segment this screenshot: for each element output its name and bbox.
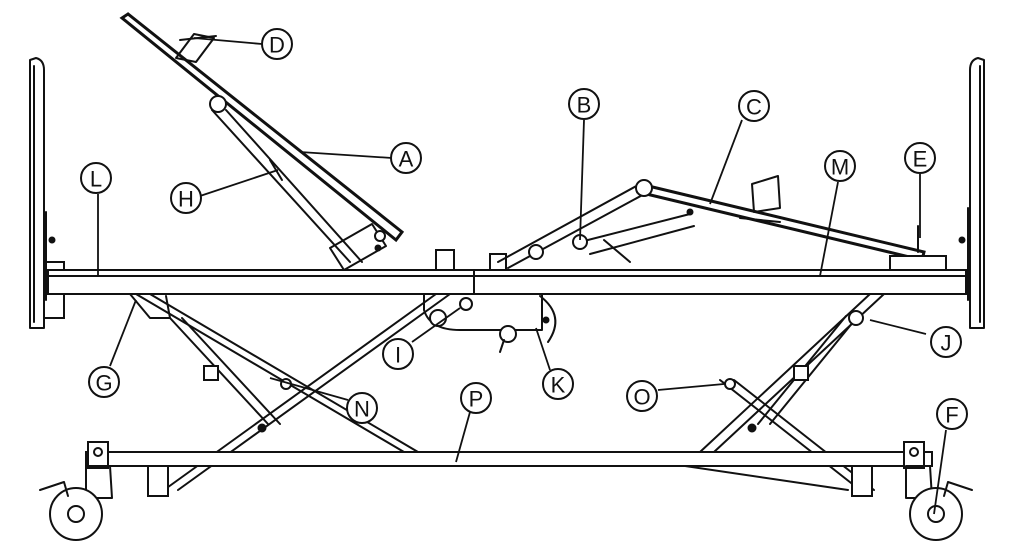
callout-b: B — [568, 88, 600, 120]
callout-g-label: G — [95, 371, 112, 396]
callout-h: H — [170, 182, 202, 214]
scissor-frame — [129, 293, 885, 491]
callout-k: K — [542, 368, 574, 400]
callout-i: I — [382, 338, 414, 370]
callout-a: A — [390, 142, 422, 174]
callout-f: F — [936, 398, 968, 430]
callout-k-label: K — [551, 373, 566, 398]
base-frame — [85, 441, 933, 497]
leg-rest-section — [497, 175, 947, 271]
callout-o-label: O — [633, 385, 650, 410]
callout-l-label: L — [90, 167, 102, 192]
callout-n: N — [346, 392, 378, 424]
callout-e: E — [904, 142, 936, 174]
callout-p-label: P — [469, 387, 484, 412]
callout-c: C — [738, 90, 770, 122]
castor-right — [905, 465, 973, 541]
callout-f-label: F — [945, 403, 958, 428]
callout-d-label: D — [269, 33, 285, 58]
callout-c-label: C — [746, 95, 762, 120]
callout-i-label: I — [395, 343, 401, 368]
castor-left — [39, 465, 113, 541]
callout-g: G — [88, 366, 120, 398]
callout-m-label: M — [831, 155, 849, 180]
callout-j-label: J — [941, 331, 952, 356]
callout-m: M — [824, 150, 856, 182]
central-actuator — [423, 293, 557, 353]
callout-j: J — [930, 326, 962, 358]
callout-e-label: E — [913, 147, 928, 172]
foot-end-panel — [958, 57, 985, 329]
leader-lines — [97, 37, 947, 515]
callout-h-label: H — [178, 187, 194, 212]
callout-o: O — [626, 380, 658, 412]
backrest-section — [119, 12, 405, 271]
callout-n-label: N — [354, 397, 370, 422]
callout-d: D — [261, 28, 293, 60]
callout-l: L — [80, 162, 112, 194]
callout-p: P — [460, 382, 492, 414]
callout-b-label: B — [577, 93, 592, 118]
callout-a-label: A — [399, 147, 414, 172]
